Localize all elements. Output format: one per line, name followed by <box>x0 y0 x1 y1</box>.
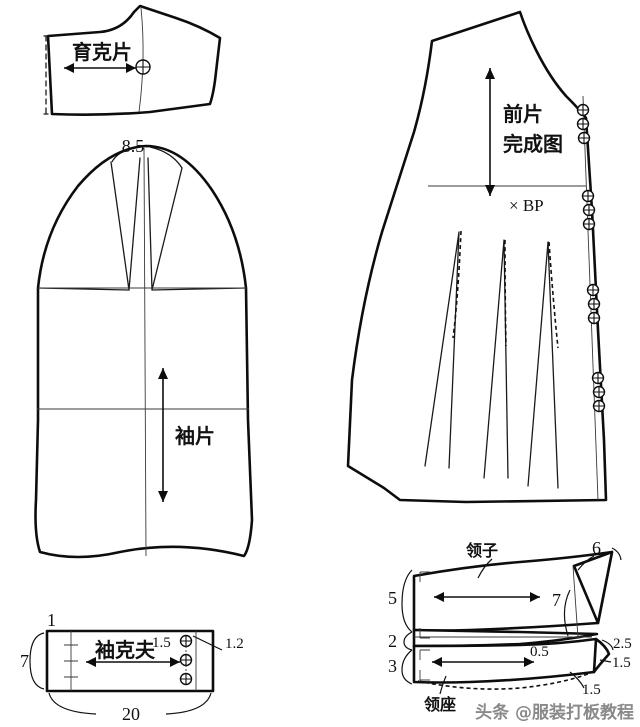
sleeve-cap-measure-value: 8.5 <box>122 136 145 156</box>
collar-dim-left-mid: 2 <box>388 631 397 651</box>
yoke-outline <box>46 4 222 116</box>
front-bust-point: × BP <box>509 196 544 215</box>
cuff-buttons <box>179 634 193 686</box>
piece-sleeve: 8.5 袖片 <box>34 136 254 559</box>
front-placket-line <box>582 95 599 501</box>
front-pleat-3 <box>527 241 559 489</box>
sleeve-center-line <box>143 147 147 557</box>
front-pleat-1 <box>424 231 460 469</box>
collar-stand-point <box>592 637 611 674</box>
collar-dim-6-group: 6 <box>577 538 622 571</box>
cuff-dim-button-spacing: 1.5 <box>152 635 171 651</box>
front-grainline <box>485 68 495 196</box>
collar-dim-left-5: 5 <box>388 569 413 633</box>
cuff-dim-left: 7 <box>20 651 29 671</box>
collar-stand-label-group: 领座 <box>424 675 456 714</box>
cuff-dim-left-group: 7 <box>20 632 45 690</box>
cuff-tick-marks <box>64 644 78 678</box>
piece-front: 前片 完成图 × BP <box>346 10 608 504</box>
collar-corner-marks <box>419 571 430 681</box>
collar-dim-left-bottom: 3 <box>388 656 397 676</box>
collar-dim-right-top: 6 <box>592 538 601 558</box>
collar-dim-stand-edge: 1.5 <box>582 682 601 698</box>
cuff-dim-button-edge-group: 1.2 <box>192 635 244 652</box>
front-buttons <box>576 103 606 413</box>
sleeve-outline <box>34 144 254 559</box>
collar-label: 领子 <box>466 541 498 560</box>
front-label-line2: 完成图 <box>503 132 563 156</box>
collar-stand-label: 领座 <box>424 695 456 714</box>
collar-dim-7-group: 7 <box>552 589 571 637</box>
cuff-dim-bottom-group: 20 <box>48 692 212 724</box>
collar-dim-2-5-group: 2.5 <box>601 636 632 652</box>
cuff-dim-bottom: 20 <box>122 704 140 724</box>
collar-dim-left-3: 3 <box>388 649 413 685</box>
collar-dim-left-2: 2 <box>388 631 413 651</box>
sleeve-label: 袖片 <box>175 424 215 448</box>
sleeve-cap-measure: 8.5 <box>111 136 183 169</box>
collar-grainline-upper <box>434 592 540 602</box>
cuff-dim-button-edge: 1.2 <box>225 636 244 652</box>
yoke-notch-icon <box>135 59 151 75</box>
front-label-line1: 前片 <box>503 102 543 126</box>
collar-dim-7-line <box>572 565 579 639</box>
collar-stand-dashed-edge <box>417 673 589 690</box>
collar-label-group: 领子 <box>466 541 498 579</box>
front-outline <box>346 10 608 504</box>
collar-dim-point-a: 0.5 <box>530 644 549 660</box>
collar-dim-1-5-group: 1.5 <box>599 655 631 671</box>
collar-dim-point-c: 1.5 <box>612 655 631 671</box>
front-pleat-2 <box>483 239 509 479</box>
front-pleat-1-stitch <box>452 230 462 339</box>
collar-dim-point-b: 2.5 <box>613 636 632 652</box>
sleeve-grainline <box>158 368 168 502</box>
cuff-label: 袖克夫 <box>95 638 156 662</box>
yoke-fold-line <box>138 7 144 113</box>
yoke-grainline <box>64 63 136 73</box>
front-pleat-2-stitch <box>504 239 507 347</box>
yoke-label: 育克片 <box>72 40 132 64</box>
piece-yoke: 育克片 <box>43 4 222 116</box>
collar-dim-right-drop: 7 <box>552 590 561 610</box>
piece-cuff: 1 7 20 1.5 1.2 袖克夫 <box>20 610 244 724</box>
cuff-dim-top-left: 1 <box>47 610 56 630</box>
collar-point <box>572 550 614 625</box>
collar-grainline-lower <box>432 657 534 667</box>
piece-collar: 5 2 3 6 7 0.5 <box>388 538 632 714</box>
collar-dim-left-top: 5 <box>388 588 397 608</box>
cuff-grainline <box>86 657 180 667</box>
collar-dim-stand-edge-group: 1.5 <box>569 671 601 698</box>
